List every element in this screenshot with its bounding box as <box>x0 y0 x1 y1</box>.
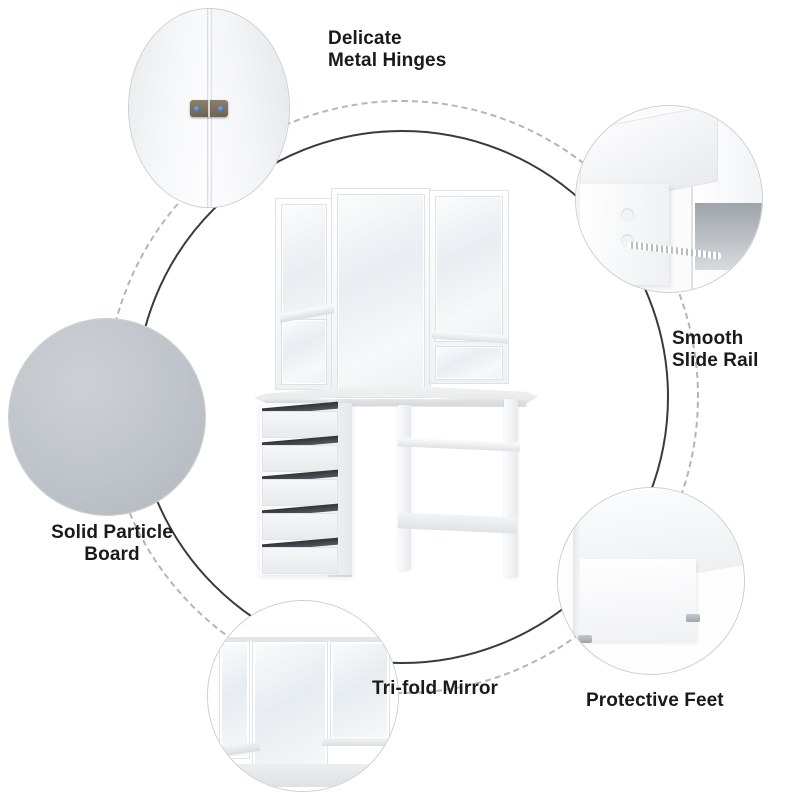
product-image-corner-vanity-desk <box>248 185 538 590</box>
desk-deck-closeup <box>211 764 398 788</box>
drawer-front-2 <box>262 445 338 472</box>
protective-foot-left <box>578 634 593 643</box>
mirror-center-glass <box>337 194 425 392</box>
mirror-shelf-right-closeup <box>322 737 395 746</box>
metal-hinge-icon <box>190 100 228 117</box>
drawer-front-4 <box>262 513 338 540</box>
drawer-slide-rail-closeup-photo <box>576 106 762 292</box>
desk-leg-inner <box>398 405 411 570</box>
desk-top-edge <box>265 399 527 407</box>
protective-feet-closeup-photo <box>558 488 744 674</box>
callout-image-particle-board <box>8 318 206 516</box>
drawer-front-1 <box>262 411 338 438</box>
mirror-top-frame <box>215 637 398 642</box>
callout-label-hinges: Delicate Metal Hinges <box>328 28 447 72</box>
drawer-cavity <box>695 202 762 270</box>
trifold-mirror-closeup-photo <box>208 601 398 791</box>
hinge-plate-split <box>208 100 210 117</box>
callout-image-trifold-mirror <box>207 600 399 792</box>
drawer-front-3 <box>262 479 338 506</box>
desk-lower-stretcher <box>398 512 518 534</box>
drawer-tower <box>260 401 352 575</box>
protective-foot-right <box>686 614 701 623</box>
mirror-panel-2 <box>251 640 328 778</box>
mirror-right-wing-lower-glass <box>435 346 503 380</box>
mirror-right-wing-glass <box>435 196 503 342</box>
callout-label-slide-rail: Smooth Slide Rail <box>672 328 759 372</box>
hinge-closeup-photo <box>129 9 289 207</box>
callout-label-particle-board: Solid Particle Board <box>51 522 173 566</box>
mirror-panel-1 <box>219 640 250 759</box>
callout-image-protective-feet <box>557 487 745 675</box>
panel-front <box>576 558 696 641</box>
callout-image-slide-rail <box>575 105 763 293</box>
panel-side-edge <box>572 506 581 641</box>
particle-board-swatch-photo <box>9 319 205 515</box>
mirror-left-wing-lower-glass <box>281 319 327 385</box>
desk-open-shelf <box>398 437 520 452</box>
drawer-front-5 <box>262 547 338 574</box>
callout-label-trifold-mirror: Tri-fold Mirror <box>372 678 499 699</box>
drawer-front-panel <box>579 184 669 285</box>
callout-label-protective-feet: Protective Feet <box>586 690 724 711</box>
callout-image-hinges <box>128 8 290 208</box>
desk-leg-outer <box>504 399 518 577</box>
